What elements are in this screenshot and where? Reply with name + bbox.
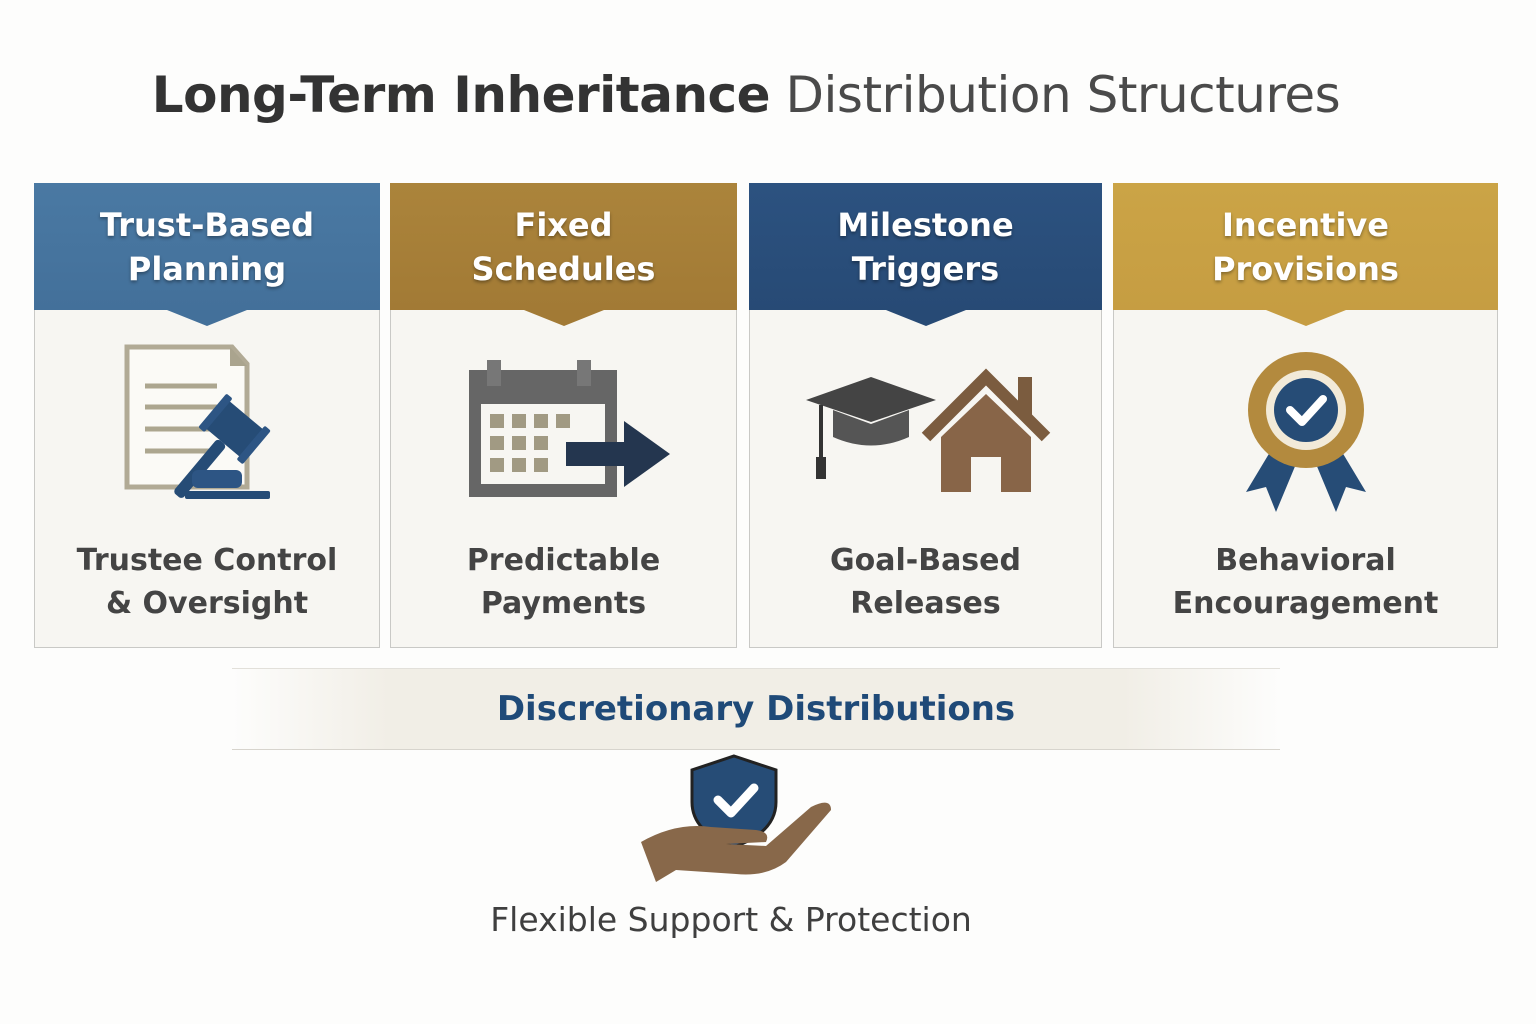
title-bold: Long-Term Inheritance <box>151 66 771 124</box>
title-regular: Distribution Structures <box>785 66 1341 124</box>
document-gavel-icon <box>35 342 379 517</box>
card-heading-line: Trust-Based <box>99 205 315 244</box>
page-title: Long-Term Inheritance Distribution Struc… <box>0 66 1492 124</box>
discretionary-banner: Discretionary Distributions <box>232 668 1280 750</box>
header-pointer <box>1260 308 1351 326</box>
discretionary-subtitle: Flexible Support & Protection <box>490 900 972 939</box>
card-heading-line: Fixed <box>514 205 613 244</box>
card-heading-line: Milestone <box>837 205 1014 244</box>
card-heading-line: Provisions <box>1212 249 1399 288</box>
shield-hand-icon <box>636 752 836 887</box>
graduation-cap-house-icon <box>750 342 1101 517</box>
card-heading-line: Incentive <box>1222 205 1389 244</box>
calendar-arrow-icon <box>391 342 736 517</box>
header-pointer <box>518 308 609 326</box>
award-ribbon-icon <box>1114 342 1497 517</box>
header-pointer <box>880 308 971 326</box>
card-heading-line: Planning <box>127 249 287 288</box>
header-pointer <box>162 308 252 326</box>
card-heading-line: Schedules <box>471 249 656 288</box>
card-description: Trustee Control& Oversight <box>76 543 338 621</box>
card-heading-line: Triggers <box>851 249 1000 288</box>
discretionary-title: Discretionary Distributions <box>496 689 1016 729</box>
